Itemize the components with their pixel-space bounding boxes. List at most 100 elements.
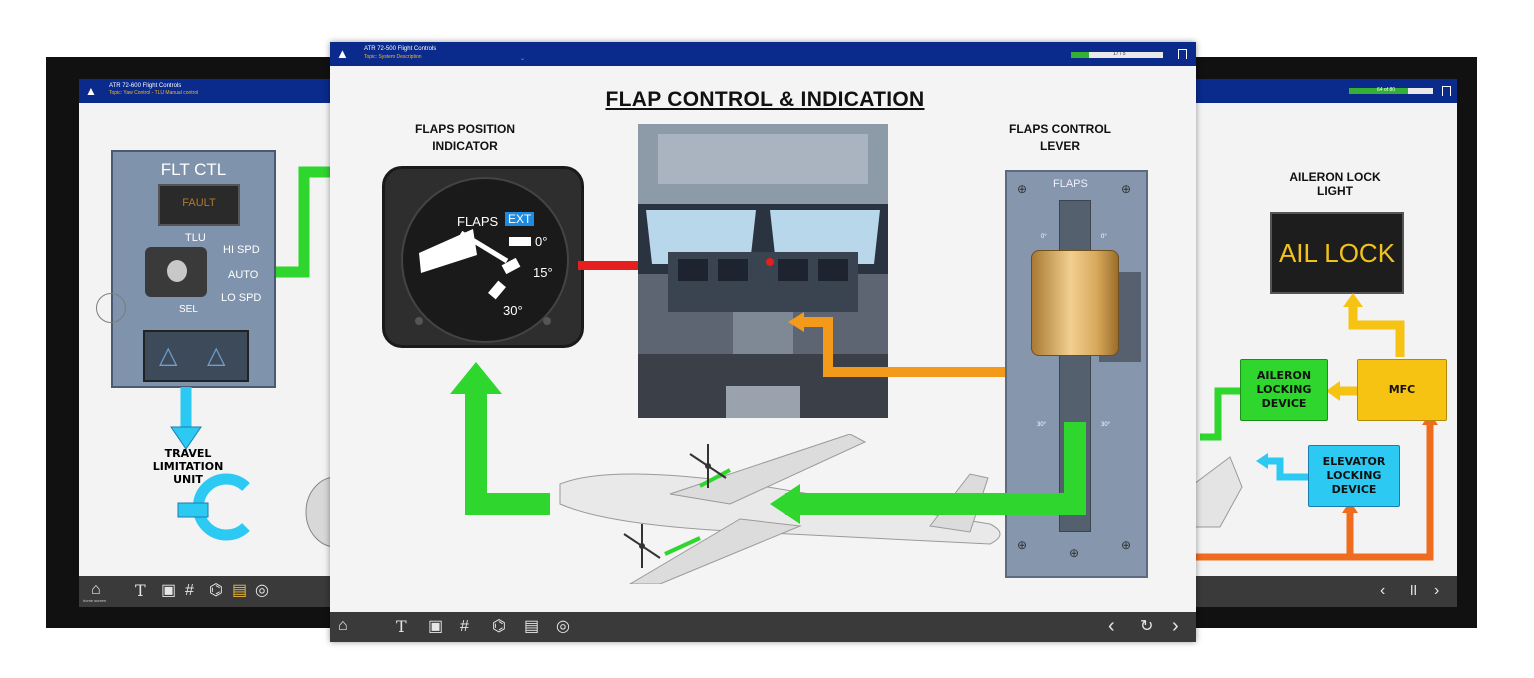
panel-screw <box>96 293 126 323</box>
right-flap <box>664 536 701 556</box>
center-progress-fill <box>1071 52 1090 58</box>
gauge-flaps-label: FLAPS <box>457 214 499 229</box>
orange-arrow-shaft <box>800 317 1005 377</box>
center-progress-bar: 17 / 5 <box>1070 51 1164 59</box>
tick-30 <box>488 280 506 300</box>
network-icon[interactable]: ⌬ <box>209 582 223 599</box>
triangle-up-icon: △ <box>159 342 178 369</box>
center-diagram-arrows <box>450 261 1086 524</box>
replay-icon[interactable]: ↻ <box>1140 618 1154 635</box>
screw-icon: ⊕ <box>1121 538 1132 552</box>
topic-dropdown-icon[interactable]: ⌄ <box>520 56 526 62</box>
screw-icon: ⊕ <box>1017 538 1028 552</box>
lever-mark-30-right: 30° <box>1101 422 1111 428</box>
screw <box>415 317 423 325</box>
ail-lock-heading: AILERON LOCK LIGHT <box>1289 170 1381 198</box>
screw-icon: ⊕ <box>1121 182 1132 196</box>
right-windshield <box>770 210 880 264</box>
ail-lock-text: AIL LOCK <box>1278 238 1396 268</box>
slide-title: FLAP CONTROL & INDICATION <box>605 88 925 111</box>
network-icon[interactable]: ⌬ <box>492 618 506 635</box>
tlu-selector-knob[interactable] <box>145 247 207 297</box>
lever-heading: FLAPS CONTROL LEVER <box>1009 122 1111 153</box>
screw-icon: ⊕ <box>1017 182 1028 196</box>
tlu-label: TLU <box>185 232 206 244</box>
elevator-locking-device: ELEVATOR LOCKING DEVICE <box>1308 445 1400 507</box>
indicator-heading: FLAPS POSITION INDICATOR <box>414 122 515 153</box>
red-arrow-shaft <box>578 261 638 270</box>
hash-icon[interactable]: # <box>460 618 469 635</box>
calculator-icon[interactable]: ▤ <box>232 582 248 599</box>
amber-arrow-shaft <box>1348 305 1405 357</box>
amber-arrow-head-2 <box>1326 381 1340 401</box>
left-diagram-arrows <box>170 166 346 548</box>
tail-silhouette <box>1190 456 1243 528</box>
lever-mark-0-left: 0° <box>1041 234 1047 240</box>
chevron-left-icon[interactable]: ‹ <box>1108 615 1115 637</box>
flaps-position-indicator: FLAPS EXT 0° 15° 30° <box>382 166 584 348</box>
tick-0 <box>509 237 531 246</box>
lo-spd-label: LO SPD <box>221 292 262 304</box>
green-link-arrow <box>276 166 331 278</box>
cockpit-drawing <box>638 124 888 418</box>
video-icon[interactable]: ▣ <box>428 618 444 635</box>
gauge-0-label: 0° <box>535 234 548 249</box>
left-wing <box>669 434 867 505</box>
left-lesson-window: ▲ ATR 72-600 Flight Controls Topic: Yaw … <box>46 57 346 628</box>
cyan-arrow-head <box>170 426 202 450</box>
bookmark-icon[interactable] <box>1442 86 1451 96</box>
chevron-left-icon[interactable]: ‹ <box>1380 582 1386 599</box>
indicator-location <box>766 258 774 266</box>
green-arrow-head-indicator <box>450 362 502 394</box>
home-caption: home screen <box>83 598 107 603</box>
sel-label: SEL <box>179 304 198 315</box>
tlu-unit-plug <box>177 502 209 518</box>
home-icon[interactable]: ⌂ <box>338 617 348 634</box>
chat-icon[interactable]: ◎ <box>556 618 570 635</box>
home-icon[interactable]: ⌂ <box>91 581 101 598</box>
gauge-15-label: 15° <box>533 265 553 280</box>
chevron-right-icon[interactable]: › <box>1172 615 1179 637</box>
left-windshield <box>646 210 756 264</box>
atr-logo-icon: ▲ <box>85 84 97 98</box>
green-arrow-aircraft-to-indicator <box>465 392 550 515</box>
display <box>778 259 808 281</box>
hash-icon[interactable]: # <box>185 582 194 599</box>
chat-icon[interactable]: ◎ <box>255 582 269 599</box>
green-link <box>1200 387 1240 441</box>
atr-logo-icon: ▲ <box>336 46 349 61</box>
right-lesson-window: 64 of 80 AILERON LOCK LIGHT AIL LOCK AIL… <box>1190 57 1477 628</box>
center-lesson-window: ▲ ATR 72-500 Flight Controls Topic: Syst… <box>330 42 1196 642</box>
ail-lock-light: AIL LOCK <box>1270 212 1404 294</box>
sel-buttons[interactable]: △ △ <box>143 330 249 382</box>
gauge-30-label: 30° <box>503 303 523 318</box>
display <box>678 259 708 281</box>
center-topic: Topic: System Description <box>364 54 422 60</box>
triangle-up-icon: △ <box>207 342 226 369</box>
lever-flaps-label: FLAPS <box>1053 178 1088 190</box>
video-icon[interactable]: ▣ <box>161 582 177 599</box>
center-progress-text: 17 / 5 <box>1113 51 1126 57</box>
orange-link-1 <box>1190 419 1434 561</box>
center-course-title: ATR 72-500 Flight Controls <box>364 46 437 52</box>
tick-15 <box>501 257 521 275</box>
flaps-lever-handle[interactable] <box>1031 250 1119 356</box>
bookmark-icon[interactable] <box>1178 49 1187 59</box>
text-icon[interactable]: T <box>396 617 407 636</box>
right-progress-fill <box>1349 88 1408 94</box>
right-progress-text: 64 of 80 <box>1377 87 1396 93</box>
green-arrow-head-aircraft <box>770 484 800 524</box>
travel-limitation-unit-label: TRAVEL LIMITATION UNIT <box>152 447 224 486</box>
pause-icon[interactable]: ॥ <box>1408 582 1418 599</box>
propeller <box>623 524 661 568</box>
left-topic: Topic: Yaw Control - TLU Manual control <box>109 90 199 96</box>
center-footer: ⌂ T ▣ # ⌬ ▤ ◎ ‹ ↻ › <box>330 612 1196 642</box>
lever-mark-30-left: 30° <box>1037 422 1047 428</box>
propeller <box>689 444 727 488</box>
calculator-icon[interactable]: ▤ <box>524 618 540 635</box>
gauge-drawing <box>415 229 551 325</box>
right-diagram-arrows <box>1190 293 1438 561</box>
chevron-right-icon[interactable]: › <box>1434 582 1440 599</box>
screw-icon: ⊕ <box>1069 546 1080 560</box>
text-icon[interactable]: T <box>135 581 146 600</box>
